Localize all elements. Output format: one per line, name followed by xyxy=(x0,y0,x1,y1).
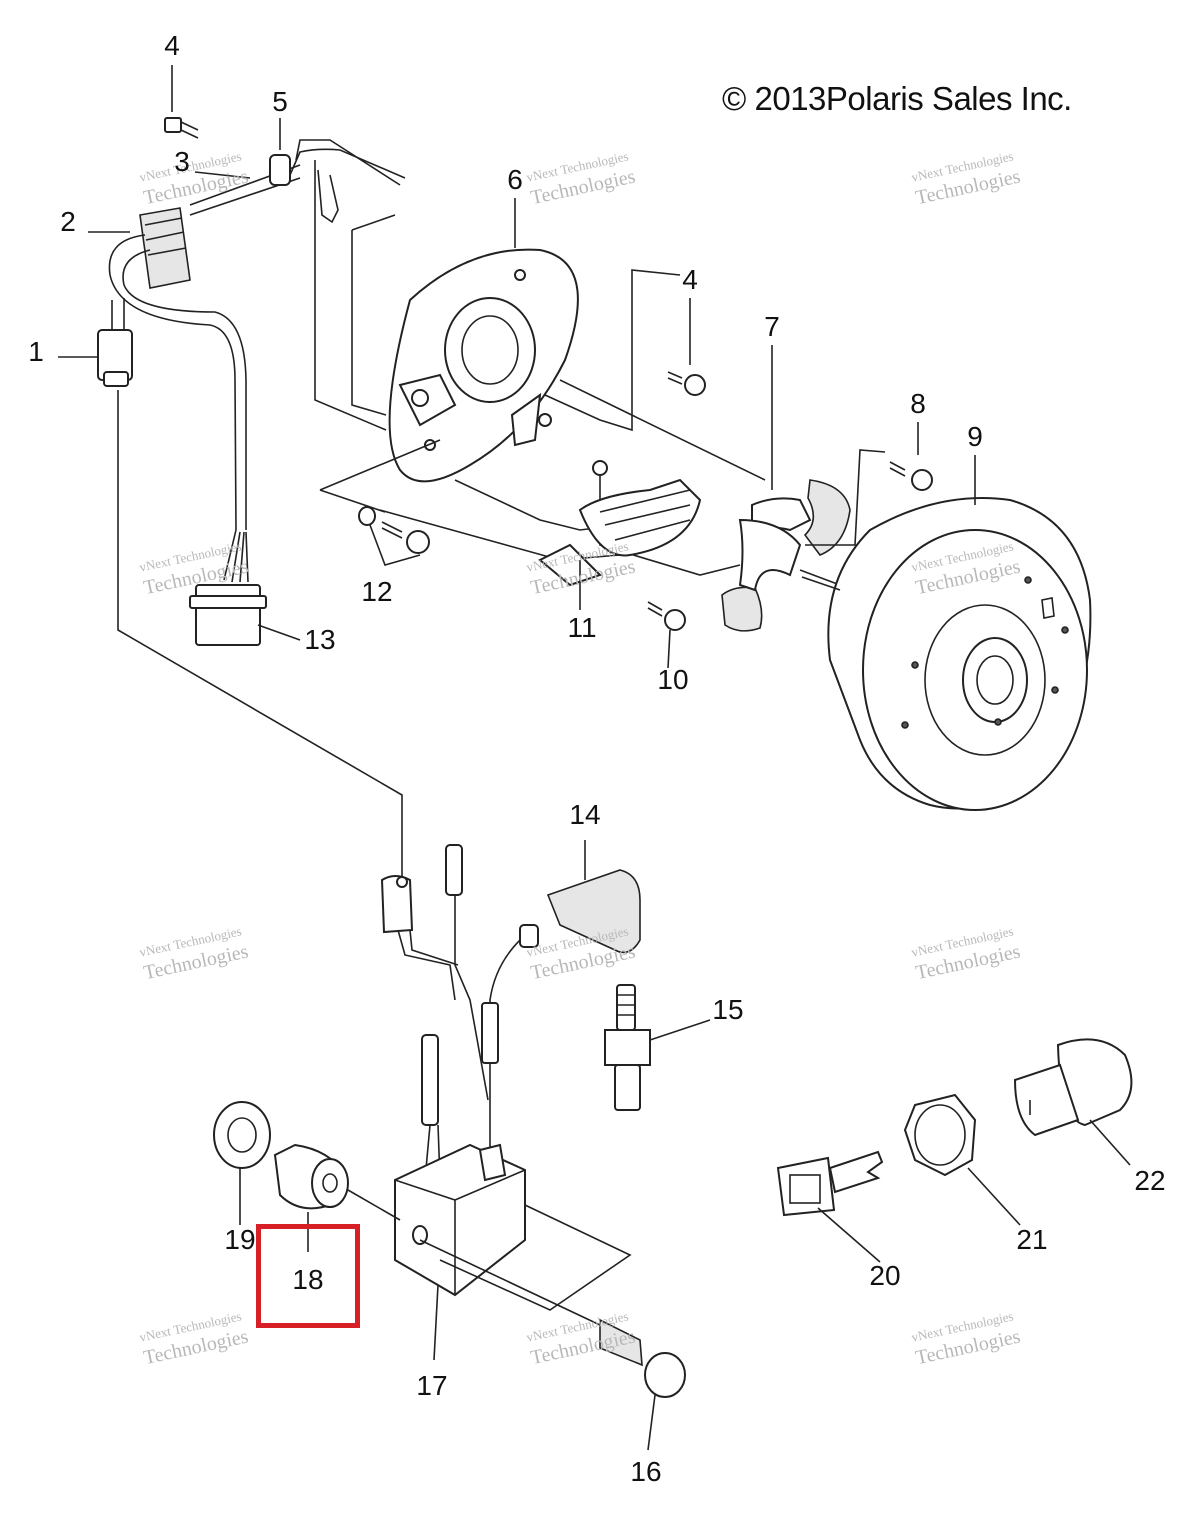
coil-mount-hardware xyxy=(213,1101,686,1451)
callout-7[interactable]: 7 xyxy=(764,311,780,342)
callout-3[interactable]: 3 xyxy=(174,146,190,177)
ignition-coil-assembly xyxy=(380,840,711,1311)
callout-16[interactable]: 16 xyxy=(630,1456,662,1487)
callout-17[interactable]: 17 xyxy=(416,1370,448,1401)
callout-15[interactable]: 15 xyxy=(712,994,744,1025)
callout-4-top[interactable]: 4 xyxy=(164,30,180,61)
callout-5[interactable]: 5 xyxy=(272,86,288,117)
flywheel xyxy=(801,497,1092,811)
callout-14[interactable]: 14 xyxy=(569,799,601,830)
key-switch-assembly xyxy=(776,1038,1133,1263)
callout-21[interactable]: 21 xyxy=(1016,1224,1048,1255)
callout-22[interactable]: 22 xyxy=(1134,1165,1166,1196)
callout-4-mid[interactable]: 4 xyxy=(682,264,698,295)
highlight-box-callout-18 xyxy=(256,1224,360,1328)
callout-1[interactable]: 1 xyxy=(28,336,44,367)
callout-8[interactable]: 8 xyxy=(910,388,926,419)
callout-18[interactable]: 18 xyxy=(292,1264,324,1295)
callout-11[interactable]: 11 xyxy=(567,612,597,643)
callout-13[interactable]: 13 xyxy=(304,624,336,655)
callout-12[interactable]: 12 xyxy=(361,576,393,607)
callout-2[interactable]: 2 xyxy=(60,206,76,237)
callout-19[interactable]: 19 xyxy=(224,1224,256,1255)
wiring-harness xyxy=(97,139,406,880)
callout-6[interactable]: 6 xyxy=(507,164,523,195)
stator-assembly xyxy=(314,160,886,632)
fasteners xyxy=(164,117,933,631)
callout-10[interactable]: 10 xyxy=(657,664,689,695)
callout-9[interactable]: 9 xyxy=(967,421,983,452)
copyright-notice: © 2013Polaris Sales Inc. xyxy=(722,80,1072,117)
callout-20[interactable]: 20 xyxy=(869,1260,901,1291)
leader-lines xyxy=(58,65,976,669)
